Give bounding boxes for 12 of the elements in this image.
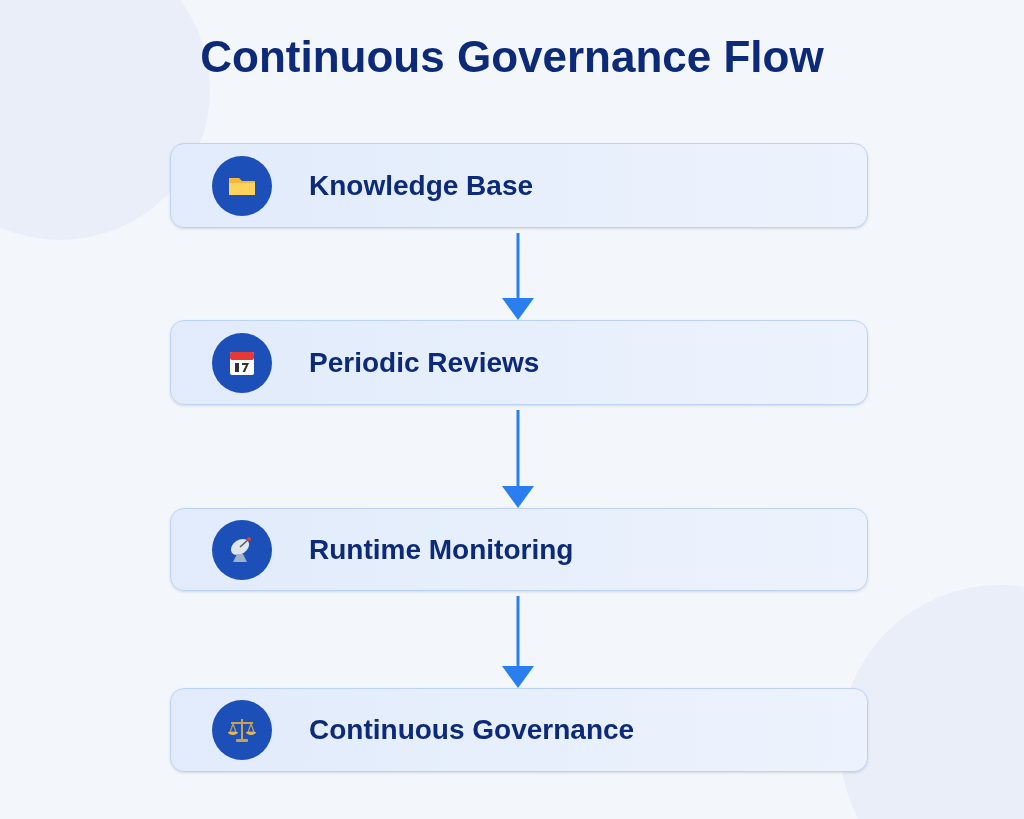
process-box (170, 143, 868, 228)
step-label: Periodic Reviews (309, 345, 540, 380)
arrow (502, 596, 534, 688)
process-box (170, 320, 868, 405)
arrow (502, 233, 534, 320)
arrow (502, 410, 534, 508)
step-label: Knowledge Base (309, 168, 534, 203)
step-label: Continuous Governance (309, 713, 635, 747)
process-box (170, 508, 868, 591)
step-label: Runtime Monitoring (309, 532, 574, 567)
process-box (170, 688, 868, 772)
title: Continuous Governance Flow (199, 31, 825, 83)
